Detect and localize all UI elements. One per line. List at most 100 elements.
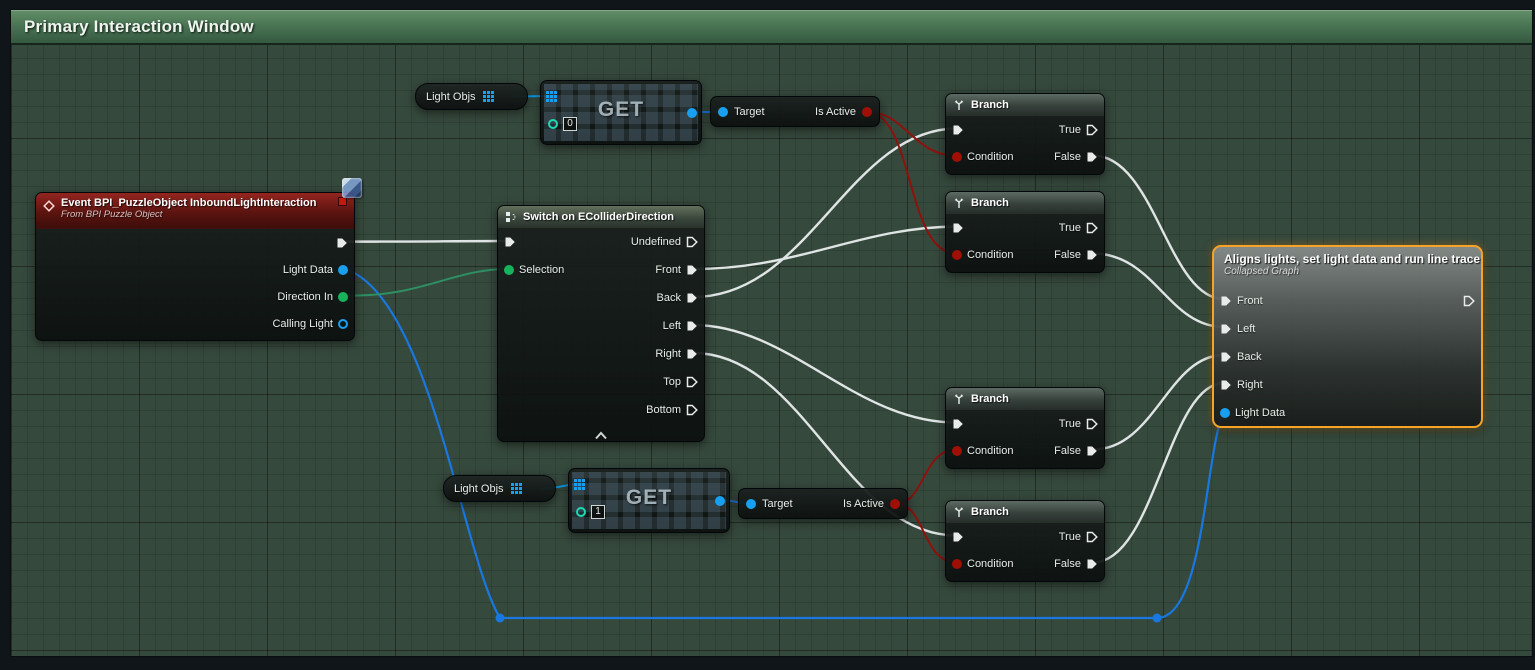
false-out-pin[interactable]: [1086, 151, 1098, 163]
node-branch-4[interactable]: Branch Condition True False: [945, 500, 1105, 582]
event-node-subtitle: From BPI Puzzle Object: [61, 209, 163, 220]
reroute-node-1[interactable]: [495, 613, 505, 623]
true-pin-label: True: [1058, 417, 1081, 430]
collapsed-left-label: Left: [1237, 323, 1256, 335]
collapsed-node-subtitle: Collapsed Graph: [1224, 266, 1300, 277]
false-pin-label: False: [1054, 150, 1081, 163]
is-active-pin-label: Is Active: [815, 105, 856, 118]
node-is-active-top[interactable]: Target Is Active: [710, 96, 880, 127]
true-out-pin[interactable]: [1086, 418, 1098, 430]
event-override-indicator: [338, 197, 347, 206]
collapsed-front-label: Front: [1237, 295, 1263, 307]
array-out-pin[interactable]: [483, 91, 494, 102]
index-in-pin[interactable]: [548, 119, 558, 129]
branch-node-header: Branch: [946, 388, 1104, 410]
is-active-out-pin[interactable]: [890, 498, 900, 509]
false-out-pin[interactable]: [1086, 249, 1098, 261]
calling-light-pin-label: Calling Light: [272, 317, 333, 330]
event-icon: [43, 200, 55, 212]
false-pin-label: False: [1054, 557, 1081, 570]
switch-bottom-out-pin[interactable]: [686, 404, 698, 416]
switch-front-out-pin[interactable]: [686, 264, 698, 276]
collapsed-node-title: Aligns lights, set light data and run li…: [1224, 252, 1481, 266]
branch-node-title: Branch: [971, 392, 1009, 405]
switch-out-top-label: Top: [663, 376, 681, 388]
branch-node-title: Branch: [971, 505, 1009, 518]
calling-light-out-pin[interactable]: [338, 318, 348, 329]
get-node-label: GET: [625, 486, 673, 509]
element-out-pin[interactable]: [715, 496, 725, 506]
index-in-pin[interactable]: [576, 507, 586, 517]
switch-out-bottom-label: Bottom: [646, 404, 681, 416]
node-branch-2[interactable]: Branch Condition True False: [945, 191, 1105, 273]
node-switch-on-ecolliderdirection[interactable]: Switch on EColliderDirection Selection U…: [497, 205, 705, 442]
condition-in-pin[interactable]: [952, 445, 962, 456]
node-collapsed-graph-align-lights[interactable]: Aligns lights, set light data and run li…: [1212, 245, 1483, 428]
condition-in-pin[interactable]: [952, 151, 962, 162]
reroute-node-2[interactable]: [1152, 613, 1162, 623]
target-in-pin[interactable]: [746, 498, 756, 509]
branch-node-header: Branch: [946, 192, 1104, 214]
switch-left-out-pin[interactable]: [686, 320, 698, 332]
event-exec-out-pin[interactable]: [336, 237, 348, 249]
event-node-header: Event BPI_PuzzleObject InboundLightInter…: [36, 193, 354, 229]
element-out-pin[interactable]: [687, 108, 697, 118]
condition-pin-label: Condition: [967, 444, 1014, 457]
switch-undefined-out-pin[interactable]: [686, 236, 698, 248]
collapsed-right-label: Right: [1237, 379, 1263, 391]
is-active-out-pin[interactable]: [862, 106, 872, 117]
index-value[interactable]: 0: [563, 117, 577, 131]
collapsed-back-in-pin[interactable]: [1220, 351, 1232, 363]
branch-node-header: Branch: [946, 94, 1104, 116]
condition-in-pin[interactable]: [952, 558, 962, 569]
switch-out-left-label: Left: [662, 320, 681, 332]
collapsed-node-header: Aligns lights, set light data and run li…: [1214, 247, 1481, 287]
variable-name-label: Light Objs: [426, 90, 476, 103]
branch-exec-in-pin[interactable]: [952, 124, 964, 136]
selection-in-pin[interactable]: [504, 265, 514, 275]
node-event-inbound-light-interaction[interactable]: Event BPI_PuzzleObject InboundLightInter…: [35, 178, 362, 341]
switch-right-out-pin[interactable]: [686, 348, 698, 360]
array-out-pin[interactable]: [511, 483, 522, 494]
switch-exec-in-pin[interactable]: [504, 236, 516, 248]
false-out-pin[interactable]: [1086, 558, 1098, 570]
true-out-pin[interactable]: [1086, 222, 1098, 234]
true-out-pin[interactable]: [1086, 531, 1098, 543]
event-watermark-icon: [342, 178, 362, 198]
node-light-objs-variable-bottom[interactable]: Light Objs: [443, 475, 556, 502]
collapse-unused-pins-chevron[interactable]: [594, 431, 608, 440]
collapsed-exec-out-pin[interactable]: [1463, 295, 1475, 307]
true-out-pin[interactable]: [1086, 124, 1098, 136]
node-array-get-bottom[interactable]: GET 1: [568, 468, 730, 533]
variable-name-label: Light Objs: [454, 482, 504, 495]
branch-exec-in-pin[interactable]: [952, 418, 964, 430]
collapsed-front-in-pin[interactable]: [1220, 295, 1232, 307]
get-node-label: GET: [597, 98, 645, 121]
false-pin-label: False: [1054, 248, 1081, 261]
branch-icon: [953, 99, 965, 111]
collapsed-left-in-pin[interactable]: [1220, 323, 1232, 335]
collapsed-right-in-pin[interactable]: [1220, 379, 1232, 391]
false-out-pin[interactable]: [1086, 445, 1098, 457]
switch-top-out-pin[interactable]: [686, 376, 698, 388]
node-array-get-top[interactable]: GET 0: [540, 80, 702, 145]
condition-in-pin[interactable]: [952, 249, 962, 260]
index-value[interactable]: 1: [591, 505, 605, 519]
node-branch-1[interactable]: Branch Condition True False: [945, 93, 1105, 175]
light-data-out-pin[interactable]: [338, 264, 348, 275]
target-in-pin[interactable]: [718, 106, 728, 117]
switch-back-out-pin[interactable]: [686, 292, 698, 304]
node-light-objs-variable-top[interactable]: Light Objs: [415, 83, 528, 110]
true-pin-label: True: [1058, 123, 1081, 136]
branch-exec-in-pin[interactable]: [952, 531, 964, 543]
collapsed-back-label: Back: [1237, 351, 1262, 363]
node-branch-3[interactable]: Branch Condition True False: [945, 387, 1105, 469]
switch-out-right-label: Right: [655, 348, 681, 360]
light-data-pin-label: Light Data: [282, 263, 333, 276]
node-is-active-bottom[interactable]: Target Is Active: [738, 488, 908, 519]
branch-exec-in-pin[interactable]: [952, 222, 964, 234]
collapsed-light-data-in-pin[interactable]: [1220, 408, 1230, 418]
switch-node-header: Switch on EColliderDirection: [498, 206, 704, 228]
direction-in-out-pin[interactable]: [338, 291, 348, 302]
